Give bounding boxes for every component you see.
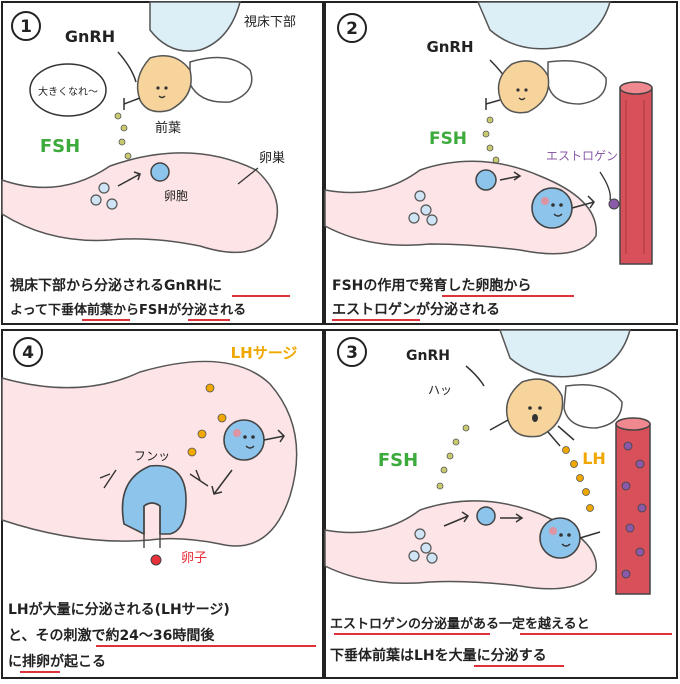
follicle [150, 162, 170, 182]
gnrh-label: GnRH [65, 27, 115, 46]
anterior-pituitary-2 [497, 60, 550, 114]
panel-1-underlines [82, 295, 290, 321]
panel-2-number-circle [337, 13, 367, 43]
growth-arrow-3b [500, 513, 524, 523]
panel-1-caption-line2: よって下垂体前葉からFSHが分泌される [10, 302, 246, 318]
speech-text: 大きくなれ〜 [38, 85, 98, 98]
mature-follicle-4 [223, 419, 265, 461]
estrogen-label: エストロゲン [546, 149, 618, 163]
small-follicles [90, 182, 118, 210]
gnrh-arrow [117, 51, 137, 83]
growth-arrow-2 [499, 171, 522, 181]
growing-follicle [475, 169, 497, 191]
estrogen-in-vessel [621, 441, 647, 579]
ovary-shape-3 [324, 500, 597, 590]
panel-1: 1 視床下部 GnRH 前葉 大きくなれ〜 FSH 卵巣 卵胞 視床下部から [1, 1, 296, 321]
panel-1-number: 1 [20, 17, 32, 37]
follicle-arm-3 [579, 531, 601, 539]
hypothalamus-shape-2 [476, 1, 612, 50]
mature-follicle-3 [539, 517, 581, 559]
hypothalamus-label: 視床下部 [244, 15, 296, 30]
ovary-shape-4 [1, 360, 298, 547]
fsh-particles [114, 112, 132, 160]
gnrh-label-2: GnRH [426, 38, 473, 56]
panel-4-number: 4 [22, 343, 34, 363]
speech-bubble [29, 63, 107, 117]
panel-4-underlines [20, 645, 316, 673]
panel-4-number-circle [13, 337, 43, 367]
anterior-pituitary-3 [505, 378, 564, 438]
panel-2: 2 GnRH FSH エストロゲン FSHの作用で発育した卵胞から エストロゲン [324, 1, 653, 321]
panel-3-caption-line2: 下垂体前葉はLHを大量に分泌する [330, 647, 547, 664]
panel-4-caption-line1: LHが大量に分泌される(LHサージ) [8, 601, 230, 618]
gnrh-label-3: GnRH [406, 348, 450, 364]
lh-particles-3 [562, 446, 594, 512]
panel-3-caption-line1: エストロゲンの分泌量がある一定を越えると [330, 616, 590, 632]
ovary-pointer [237, 167, 259, 185]
rupture-arrow [211, 469, 233, 495]
panel-4-caption-line3: に排卵が起こる [8, 653, 106, 670]
gnrh-arrow-3 [465, 365, 485, 387]
panel-3-number-circle [337, 337, 367, 367]
panel-4: 4 LHサージ フンッ 卵子 LHが大量に分泌される(LHサージ) と、その刺激… [1, 337, 316, 673]
ovary-shape-2 [324, 160, 597, 255]
growth-arrow-3 [443, 511, 470, 527]
pituitary-arm-2 [485, 98, 501, 110]
small-follicles-3 [408, 528, 438, 564]
fsh-label-2: FSH [429, 129, 467, 149]
effort-text: フンッ [134, 449, 170, 463]
surprised-face [528, 406, 542, 422]
panel-2-underlines [332, 295, 574, 321]
lh-surge-label: LHサージ [231, 344, 298, 362]
blood-vessel-2 [619, 81, 653, 265]
anterior-label: 前葉 [155, 120, 181, 136]
hypothalamus-shape-3 [498, 329, 631, 378]
surprise-text: ハッ [428, 383, 452, 397]
panel-2-caption-line2: エストロゲンが分泌される [332, 301, 500, 318]
follicle-label: 卵胞 [164, 189, 188, 203]
panel-3-underlines [334, 633, 672, 667]
follicle-arm [571, 195, 595, 209]
small-follicles-2 [408, 190, 438, 226]
rupturing-follicle [121, 464, 187, 536]
lh-particles-4 [187, 383, 227, 457]
mature-follicle [531, 187, 573, 229]
follicle-opening [143, 506, 161, 548]
fsh-particles-3 [436, 424, 470, 490]
follicle-arm-4 [263, 429, 285, 443]
blood-vessel-3 [615, 417, 651, 595]
posterior-pituitary-3 [563, 383, 623, 429]
posterior-pituitary-2 [547, 59, 607, 105]
estrogen-particle [608, 198, 620, 210]
panel-3-number: 3 [346, 343, 358, 363]
estrogen-pointer [599, 171, 611, 201]
posterior-pituitary [189, 56, 253, 103]
panel-1-caption-line1: 視床下部から分泌されるGnRHに [9, 277, 222, 294]
hypothalamus-shape [149, 1, 241, 52]
fsh-label-3: FSH [378, 450, 418, 471]
effort-arm-right [189, 469, 209, 487]
panel-4-caption-line2: と、その刺激で約24〜36時間後 [8, 627, 215, 644]
anterior-pituitary [136, 55, 192, 113]
pituitary-arms-3 [489, 419, 575, 447]
egg [150, 554, 162, 566]
egg-label: 卵子 [181, 551, 207, 566]
growth-arrow [117, 171, 141, 187]
growing-follicle-3 [476, 506, 496, 526]
pituitary-arm [123, 97, 141, 110]
effort-arm-left [99, 469, 117, 489]
panel-1-number-circle [11, 11, 41, 41]
lh-label-3: LH [582, 449, 606, 468]
panel-2-caption-line1: FSHの作用で発育した卵胞から [332, 277, 531, 294]
panel-2-number: 2 [346, 19, 358, 39]
fsh-label: FSH [40, 136, 80, 157]
fsh-particles-2 [482, 116, 500, 164]
panel-3: 3 GnRH ハッ FSH LH [324, 329, 672, 667]
ovary-shape [1, 152, 279, 254]
ovary-label: 卵巣 [259, 151, 285, 166]
